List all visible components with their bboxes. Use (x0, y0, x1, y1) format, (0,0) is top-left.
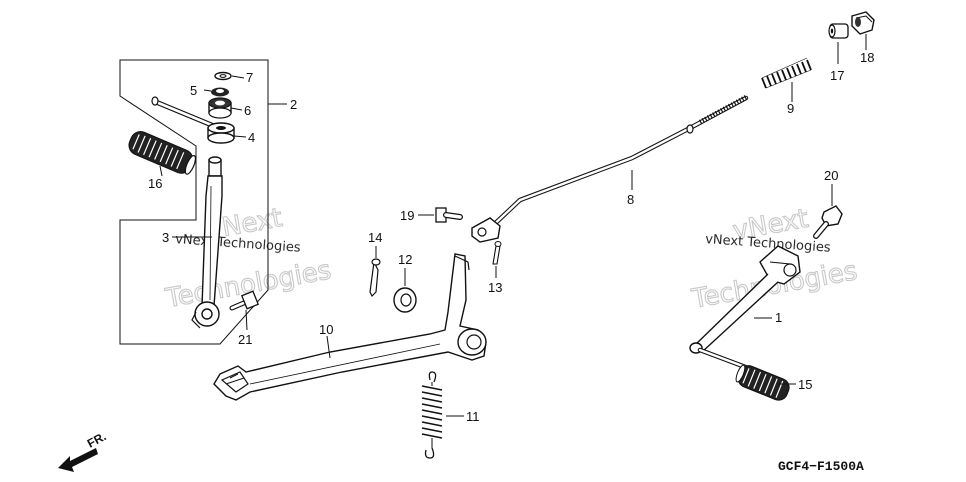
callout-2: 2 (290, 97, 297, 112)
rubber-15 (735, 364, 790, 401)
bolt-19 (435, 207, 463, 223)
joint-17 (828, 23, 849, 39)
front-direction-label: FR. (85, 429, 109, 450)
watermark-right-small: vNext Technologies (705, 232, 832, 256)
callout-5: 5 (190, 83, 197, 98)
callout-13: 13 (488, 280, 502, 295)
return-spring-11 (421, 371, 443, 459)
pivot-pin (151, 96, 217, 129)
callout-15: 15 (798, 377, 812, 392)
cotter-pin-14 (369, 258, 381, 298)
bushing-6 (208, 97, 232, 119)
callout-14: 14 (368, 230, 382, 245)
brake-pedal-10 (213, 253, 487, 401)
figure-code: GCF4−F1500A (778, 459, 864, 474)
kick-arm-3 (191, 156, 223, 329)
callout-16: 16 (148, 176, 162, 191)
callout-11: 11 (466, 409, 480, 424)
kick-pedal-1 (689, 245, 801, 371)
callout-21: 21 (238, 332, 252, 347)
callout-labels: 7 5 6 4 2 16 3 21 10 11 12 14 13 19 8 9 … (148, 50, 874, 424)
callout-18: 18 (860, 50, 874, 65)
callout-4: 4 (248, 130, 255, 145)
front-direction-arrow-icon: FR. (58, 429, 108, 472)
callout-3: 3 (162, 230, 169, 245)
assembly-group-bracket (119, 59, 269, 345)
leader-10 (326, 335, 331, 359)
clip-7 (214, 71, 232, 81)
collar-4 (207, 122, 235, 144)
adjusting-nut-18 (851, 11, 875, 35)
callout-1: 1 (775, 310, 782, 325)
watermark-left-small: vNext Technologies (175, 232, 302, 256)
cotter-pin-13 (492, 241, 502, 265)
spring-9 (761, 57, 812, 89)
callout-17: 17 (830, 68, 844, 83)
rubber-grip-16 (128, 131, 197, 175)
leader-lines-left (159, 75, 287, 331)
brake-rod-8 (471, 95, 749, 243)
callout-8: 8 (627, 192, 634, 207)
bolt-21 (229, 290, 260, 311)
callout-7: 7 (246, 70, 253, 85)
washer-5 (211, 87, 229, 97)
bolt-20 (813, 205, 843, 239)
callout-20: 20 (824, 168, 838, 183)
callout-6: 6 (244, 103, 251, 118)
callout-9: 9 (787, 101, 794, 116)
callout-10: 10 (319, 322, 333, 337)
washer-12 (393, 287, 417, 313)
callout-12: 12 (398, 252, 412, 267)
callout-19: 19 (400, 208, 414, 223)
